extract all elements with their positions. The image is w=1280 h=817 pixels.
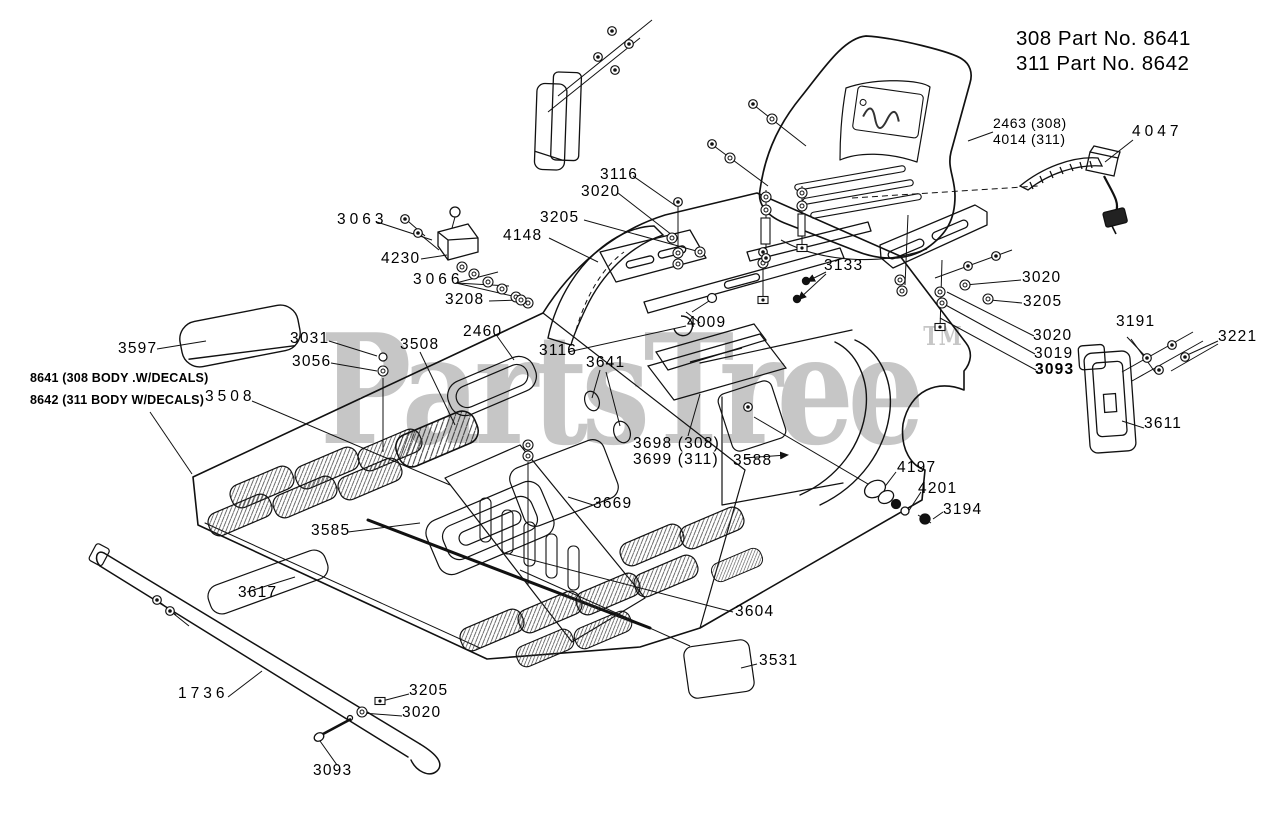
callout-3221: 3221 — [1218, 328, 1258, 345]
callout-3669: 3669 — [593, 495, 633, 512]
callout-3698: 3698 (308) — [633, 435, 720, 452]
callout-3020-top: 3020 — [581, 183, 621, 200]
plate-3597 — [179, 304, 301, 368]
rail-3133 — [643, 247, 845, 314]
plate-3588 — [717, 380, 787, 452]
strap-4047 — [1018, 145, 1128, 235]
slot-3585 — [425, 480, 555, 576]
ridge-3604 — [366, 518, 652, 630]
callout-3133: 3133 — [824, 257, 864, 274]
callout-1736: 1736 — [178, 685, 229, 702]
callout-3531: 3531 — [759, 652, 799, 669]
callout-3191: 3191 — [1116, 313, 1156, 330]
slot-3617 — [207, 549, 329, 615]
callout-3588: 3588 — [733, 452, 773, 469]
callout-3020-r2: 3020 — [1033, 327, 1073, 344]
callout-3699: 3699 (311) — [633, 451, 719, 468]
plate-3611 — [1077, 343, 1137, 454]
block-4230 — [437, 206, 479, 261]
callout-3020-r1: 3020 — [1022, 269, 1062, 286]
callout-4197: 4197 — [897, 459, 937, 476]
callout-8642-body: 8642 (311 BODY W/DECALS) — [30, 393, 205, 407]
callout-3585: 3585 — [311, 522, 351, 539]
header-line-1: 308 Part No. 8641 — [1016, 27, 1191, 50]
hook-3116 — [673, 315, 694, 337]
plate-3531 — [683, 639, 755, 699]
screw-3093 — [313, 714, 354, 742]
header-line-2: 311 Part No. 8642 — [1016, 52, 1190, 75]
callout-3208: 3208 — [445, 291, 485, 308]
callout-3031: 3031 — [290, 330, 330, 347]
bumper-bar-1736 — [88, 543, 441, 775]
door-3698 — [646, 323, 788, 401]
callout-3604: 3604 — [735, 603, 775, 620]
oval-3641-b — [612, 420, 632, 444]
callout-3508-left: 3508 — [205, 388, 256, 405]
fasteners — [152, 26, 1190, 742]
callout-3205-r: 3205 — [1023, 293, 1063, 310]
callout-3066: 3066 — [413, 271, 464, 288]
callout-3194: 3194 — [943, 501, 983, 518]
seat-logo — [852, 85, 924, 139]
seat-rails — [599, 204, 988, 314]
callout-4201: 4201 — [918, 480, 958, 497]
callout-8641-body: 8641 (308 BODY .W/DECALS) — [30, 371, 209, 385]
header-part-numbers: 308 Part No. 8641 311 Part No. 8642 — [1016, 26, 1191, 76]
callout-3508-right: 3508 — [400, 336, 440, 353]
callout-3020-b: 3020 — [402, 704, 442, 721]
callout-3093-r: 3093 — [1035, 361, 1075, 378]
callout-3611: 3611 — [1144, 415, 1183, 432]
callout-3063: 3063 — [337, 211, 388, 228]
callout-2460: 2460 — [463, 323, 503, 340]
bracket-top — [533, 71, 583, 171]
seat — [758, 35, 972, 261]
callout-3641: 3641 — [586, 354, 626, 371]
pad-3508 — [390, 406, 484, 472]
callout-4047: 4047 — [1132, 123, 1183, 140]
slot-2460 — [447, 355, 537, 417]
callout-4009: 4009 — [687, 314, 727, 331]
callout-4014: 4014 (311) — [993, 131, 1066, 147]
callout-4230: 4230 — [381, 250, 421, 267]
callout-3205-top: 3205 — [540, 209, 580, 226]
plug-4197 — [863, 479, 931, 525]
console-4148 — [547, 225, 694, 346]
callout-2463: 2463 (308) — [993, 115, 1067, 131]
callout-3205-b: 3205 — [409, 682, 449, 699]
callout-3056: 3056 — [292, 353, 332, 370]
callout-3597: 3597 — [118, 340, 158, 357]
callout-4148: 4148 — [503, 227, 543, 244]
callout-3116-top: 3116 — [600, 166, 639, 183]
plate-3669 — [509, 439, 619, 527]
oval-3641-a — [583, 390, 601, 412]
callout-3019: 3019 — [1034, 345, 1074, 362]
callout-3093-b: 3093 — [313, 762, 353, 779]
callout-3116-mid: 3116 — [539, 342, 578, 359]
callout-3617: 3617 — [238, 584, 278, 601]
body-openings — [207, 323, 788, 699]
